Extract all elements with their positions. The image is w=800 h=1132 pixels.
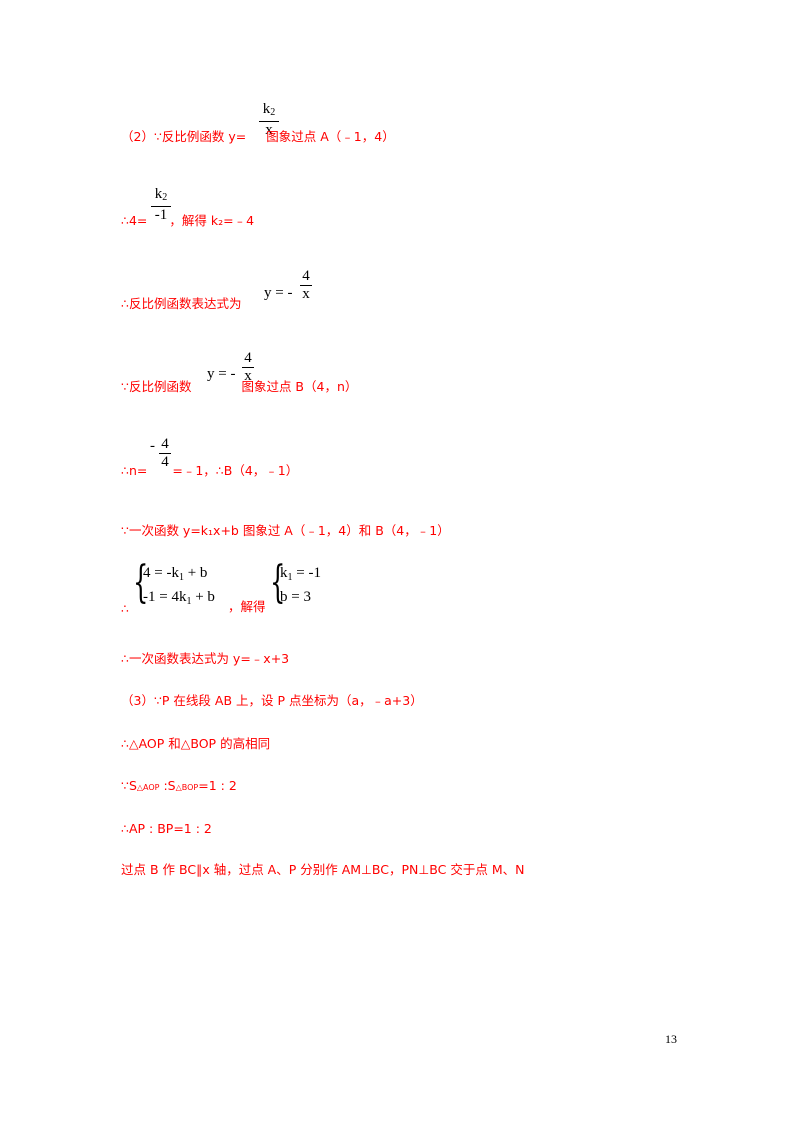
text-segment: =﹣1，∴B（4，﹣1） bbox=[172, 463, 299, 478]
subscript: 2 bbox=[162, 192, 168, 203]
line-solve-n: ∴n= =﹣1，∴B（4，﹣1） bbox=[121, 463, 298, 479]
subscript: 1 bbox=[287, 572, 293, 583]
equation-text: b = 3 bbox=[280, 589, 311, 605]
numerator: k bbox=[262, 101, 271, 117]
fraction-bar bbox=[242, 367, 254, 368]
denominator: x bbox=[265, 122, 273, 138]
line-system-solve: ，解得 bbox=[228, 599, 266, 615]
text-segment: ∴4= bbox=[121, 213, 148, 228]
equation-text: + b bbox=[191, 589, 215, 605]
fraction-4-over-x: 4 x bbox=[242, 350, 254, 385]
text-segment: ∵一次函数 y=k₁x+b 图象过 A（﹣1，4）和 B（4，﹣1） bbox=[121, 523, 450, 538]
subscript: 1 bbox=[186, 596, 192, 607]
text-segment: :S bbox=[159, 778, 176, 793]
line-through-point-b: ∵反比例函数 图象过点 B（4，n） bbox=[121, 379, 357, 395]
text-segment: ∵反比例函数 bbox=[121, 379, 192, 394]
fraction-bar bbox=[159, 453, 171, 454]
system-row: 4 = -k1 + b bbox=[143, 564, 207, 587]
text-segment: ∴一次函数表达式为 y=﹣x+3 bbox=[121, 651, 290, 666]
equation-text: = -1 bbox=[292, 565, 321, 581]
denominator: x bbox=[244, 368, 252, 384]
line-same-height: ∴△AOP 和△BOP 的高相同 bbox=[121, 736, 270, 752]
system-row: k1 = -1 bbox=[280, 564, 321, 587]
left-brace: { bbox=[133, 557, 149, 608]
fraction-4-over-x: 4 x bbox=[300, 268, 312, 303]
text-segment: ，解得 k₂=﹣4 bbox=[169, 213, 255, 228]
minus-sign: - bbox=[150, 438, 155, 454]
text-segment: （2）∵反比例函数 y= bbox=[121, 129, 247, 144]
subscript: △BOP bbox=[175, 783, 199, 792]
equation-text: 4 = -k bbox=[143, 565, 179, 581]
text-segment: 图象过点 B（4，n） bbox=[241, 379, 358, 394]
line-system-prefix: ∴ bbox=[121, 601, 129, 617]
numerator: 4 bbox=[302, 268, 310, 284]
subscript: △AOP bbox=[136, 783, 160, 792]
denominator: 4 bbox=[161, 454, 169, 470]
system-row: -1 = 4k1 + b bbox=[143, 588, 215, 611]
line-solve-k2: ∴4= ，解得 k₂=﹣4 bbox=[121, 213, 254, 229]
numerator: 4 bbox=[161, 436, 169, 452]
text-segment: =1 : 2 bbox=[198, 778, 237, 793]
line-ap-bp-ratio: ∴AP : BP=1 : 2 bbox=[121, 821, 212, 837]
equation-lhs: y = - bbox=[264, 285, 293, 301]
text-segment: （3）∵P 在线段 AB 上，设 P 点坐标为（a，﹣a+3） bbox=[121, 693, 423, 708]
line-linear-through-ab: ∵一次函数 y=k₁x+b 图象过 A（﹣1，4）和 B（4，﹣1） bbox=[121, 523, 450, 539]
line-linear-expression: ∴一次函数表达式为 y=﹣x+3 bbox=[121, 651, 289, 667]
page-number: 13 bbox=[665, 1032, 677, 1046]
text-segment: ∴△AOP 和△BOP 的高相同 bbox=[121, 736, 271, 751]
text-segment: 图象过点 A（﹣1，4） bbox=[266, 129, 395, 144]
fraction-k2-over-neg1: k2 -1 bbox=[151, 186, 171, 224]
denominator: -1 bbox=[154, 207, 168, 223]
text-segment: ，解得 bbox=[228, 599, 266, 614]
left-brace: { bbox=[270, 557, 286, 608]
text-segment: ∴ bbox=[121, 601, 129, 616]
text-segment: ∴n= bbox=[121, 463, 148, 478]
fraction-bar bbox=[151, 206, 171, 207]
line-construction: 过点 B 作 BC∥x 轴，过点 A、P 分别作 AM⊥BC，PN⊥BC 交于点… bbox=[121, 862, 524, 878]
numerator: k bbox=[154, 186, 163, 202]
fraction-bar bbox=[259, 121, 279, 122]
line-part3-intro: （3）∵P 在线段 AB 上，设 P 点坐标为（a，﹣a+3） bbox=[121, 693, 423, 709]
text-segment: ∴反比例函数表达式为 bbox=[121, 296, 242, 311]
text-segment: ∴AP : BP=1 : 2 bbox=[121, 821, 212, 836]
equation-lhs: y = - bbox=[207, 366, 236, 382]
fraction-4-over-4: 4 4 bbox=[159, 436, 171, 471]
equation-system-1: { 4 = -k1 + b -1 = 4k1 + b bbox=[133, 558, 228, 611]
equation-text: k bbox=[280, 565, 288, 581]
fraction-k2-over-x: k2 x bbox=[259, 101, 279, 139]
equation-system-2: { k1 = -1 b = 3 bbox=[270, 558, 340, 608]
system-row: b = 3 bbox=[280, 588, 311, 606]
fraction-bar bbox=[300, 285, 312, 286]
line-area-ratio: ∵S△AOP :S△BOP=1 : 2 bbox=[121, 778, 237, 796]
text-segment: 过点 B 作 BC∥x 轴，过点 A、P 分别作 AM⊥BC，PN⊥BC 交于点… bbox=[121, 862, 525, 877]
denominator: x bbox=[302, 286, 310, 302]
numerator: 4 bbox=[244, 350, 252, 366]
equation-text: -1 = 4k bbox=[143, 589, 187, 605]
subscript: 2 bbox=[270, 107, 276, 118]
line-part2-intro: （2）∵反比例函数 y= 图象过点 A（﹣1，4） bbox=[121, 129, 395, 145]
subscript: 1 bbox=[178, 572, 184, 583]
text-segment: ∵S bbox=[121, 778, 137, 793]
line-inverse-expression: ∴反比例函数表达式为 bbox=[121, 296, 241, 312]
equation-text: + b bbox=[183, 565, 208, 581]
